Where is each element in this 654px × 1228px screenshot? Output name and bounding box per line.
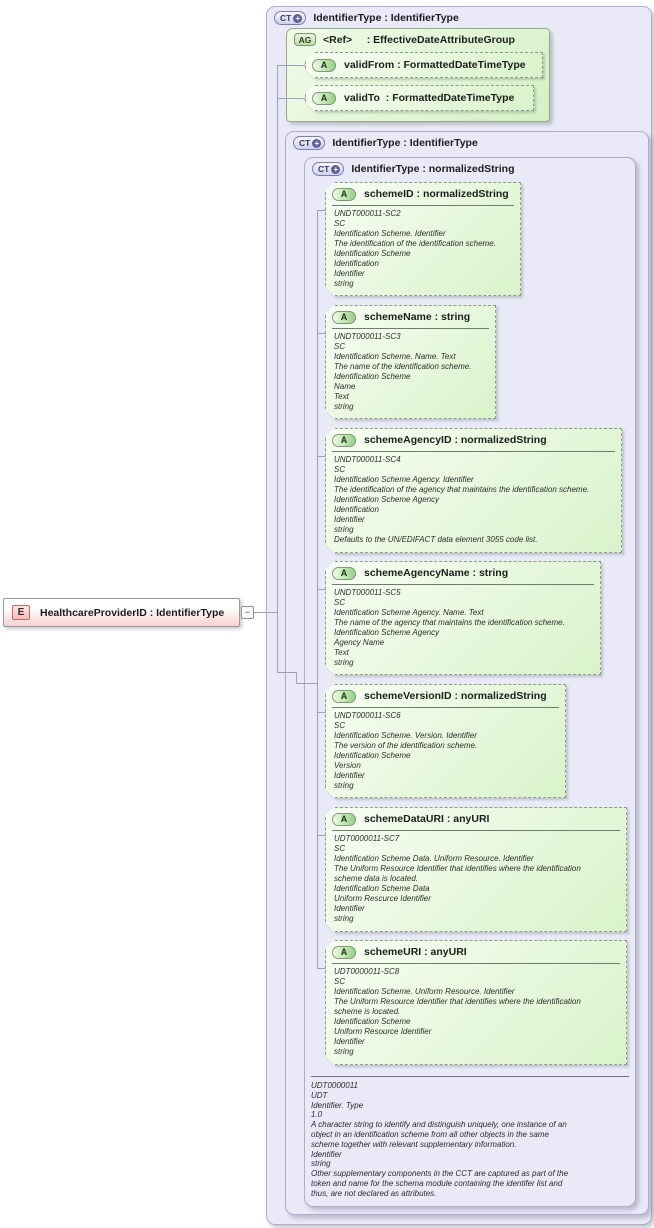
complextype-inner-header: CT+ IdentifierType : IdentifierType	[293, 136, 478, 150]
connector-stub-validto	[277, 98, 305, 99]
connector-stub-schemedatauri	[317, 835, 326, 836]
connector-elbow-h1	[277, 672, 297, 673]
complextype-icon: CT+	[312, 162, 345, 176]
attribute-label: schemeAgencyName : string	[364, 567, 509, 579]
attribute-label: schemeURI : anyURI	[364, 946, 467, 958]
attribute-box-shape: A schemeAgencyName : string UNDT000011-S…	[325, 561, 601, 675]
attribute-box-shape: A schemeVersionID : normalizedString UND…	[325, 684, 566, 798]
element-healthcareproviderid[interactable]: E HealthcareProviderID : IdentifierType	[3, 598, 240, 627]
attribute-box-shape: A schemeID : normalizedString UNDT000011…	[325, 182, 521, 296]
plus-icon: +	[312, 138, 322, 148]
attribute-annotation: UNDT000011-SC5 SC Identification Scheme …	[334, 588, 565, 667]
attribute-divider	[332, 830, 620, 831]
complextype-icon-text: CT	[318, 164, 330, 174]
attribute-divider	[332, 328, 489, 329]
attribute-icon: A	[332, 434, 356, 447]
connector-stub-schemeuri	[317, 968, 326, 969]
attribute-divider	[332, 963, 620, 964]
attribute-box-schemeuri[interactable]: A schemeURI : anyURI UDT0000011-SC8 SC I…	[325, 940, 627, 1065]
connector-stub-schemename	[317, 333, 326, 334]
attribute-annotation: UNDT000011-SC4 SC Identification Scheme …	[334, 455, 590, 544]
attribute-label: schemeAgencyID : normalizedString	[364, 434, 547, 446]
collapse-toggle[interactable]: −	[241, 606, 254, 619]
complextype-outer-label: IdentifierType : IdentifierType	[313, 12, 459, 24]
base-type-annotation: UDT0000011 UDT Identifier. Type 1.0 A ch…	[311, 1081, 569, 1198]
element-icon: E	[12, 605, 30, 620]
complextype-base-header: CT+ IdentifierType : normalizedString	[312, 162, 515, 176]
complextype-icon-text: CT	[299, 138, 311, 148]
connector-stub-schemeagencyid	[317, 456, 326, 457]
attribute-label: schemeDataURI : anyURI	[364, 813, 490, 825]
complextype-icon: CT+	[293, 136, 326, 150]
attribute-box-schemedatauri[interactable]: A schemeDataURI : anyURI UDT0000011-SC7 …	[325, 807, 627, 932]
plus-icon: +	[331, 164, 341, 174]
connector-stub-validfrom	[277, 65, 305, 66]
attribute-divider	[332, 707, 559, 708]
attribute-box-schemeagencyname[interactable]: A schemeAgencyName : string UNDT000011-S…	[325, 561, 601, 675]
attribute-box-shape: A schemeName : string UNDT000011-SC3 SC …	[325, 305, 496, 419]
connector-stub-schemeversionid	[317, 712, 326, 713]
attribute-icon: A	[332, 311, 356, 324]
attribute-group-icon: AG	[294, 33, 316, 46]
element-label: HealthcareProviderID : IdentifierType	[40, 606, 225, 619]
attribute-icon: A	[332, 690, 356, 703]
attribute-group-header: AG <Ref> : EffectiveDateAttributeGroup	[294, 33, 515, 46]
connector-stub-schemeagencyname	[317, 589, 326, 590]
complextype-outer-header: CT+ IdentifierType : IdentifierType	[274, 11, 459, 25]
complextype-icon-text: CT	[280, 13, 292, 23]
attribute-divider	[332, 451, 615, 452]
attribute-annotation: UNDT000011-SC6 SC Identification Scheme.…	[334, 711, 478, 790]
attribute-box-shape: A schemeURI : anyURI UDT0000011-SC8 SC I…	[325, 940, 627, 1065]
attribute-box-shape: A schemeDataURI : anyURI UDT0000011-SC7 …	[325, 807, 627, 932]
plus-icon: +	[293, 13, 303, 23]
attribute-icon: A	[312, 92, 336, 105]
attribute-box-shape: A validTo : FormattedDateTimeType	[305, 85, 534, 111]
attribute-box-validto[interactable]: A validTo : FormattedDateTimeType	[305, 85, 534, 111]
attribute-box-schemeversionid[interactable]: A schemeVersionID : normalizedString UND…	[325, 684, 566, 798]
attribute-annotation: UDT0000011-SC7 SC Identification Scheme …	[334, 834, 581, 923]
connector-elbow-h2	[296, 683, 318, 684]
attribute-divider	[332, 584, 594, 585]
complextype-base-label: IdentifierType : normalizedString	[351, 163, 515, 175]
attribute-icon: A	[332, 567, 356, 580]
attribute-box-validfrom[interactable]: A validFrom : FormattedDateTimeType	[305, 52, 543, 78]
attribute-group-label: <Ref> : EffectiveDateAttributeGroup	[323, 33, 515, 46]
attribute-label: schemeID : normalizedString	[364, 188, 509, 200]
attribute-box-schemeagencyid[interactable]: A schemeAgencyID : normalizedString UNDT…	[325, 428, 622, 553]
attribute-annotation: UNDT000011-SC3 SC Identification Scheme.…	[334, 332, 472, 411]
attribute-box-shape: A validFrom : FormattedDateTimeType	[305, 52, 543, 78]
complextype-icon: CT+	[274, 11, 307, 25]
attribute-box-schemename[interactable]: A schemeName : string UNDT000011-SC3 SC …	[325, 305, 496, 419]
attribute-label: schemeVersionID : normalizedString	[364, 690, 547, 702]
attribute-box-shape: A schemeAgencyID : normalizedString UNDT…	[325, 428, 622, 553]
attribute-annotation: UDT0000011-SC8 SC Identification Scheme.…	[334, 967, 581, 1056]
attribute-label: validTo : FormattedDateTimeType	[344, 92, 515, 104]
connector-stub-schemeid	[317, 210, 326, 211]
attribute-icon: A	[332, 813, 356, 826]
attribute-label: validFrom : FormattedDateTimeType	[344, 59, 526, 71]
connector-elbow-v	[296, 672, 297, 683]
attribute-annotation: UNDT000011-SC2 SC Identification Scheme.…	[334, 209, 496, 288]
connector-element-line	[254, 612, 277, 613]
attribute-box-schemeid[interactable]: A schemeID : normalizedString UNDT000011…	[325, 182, 521, 296]
attribute-divider	[332, 205, 514, 206]
connector-trunk-outer	[277, 65, 278, 672]
attribute-icon: A	[312, 59, 336, 72]
attribute-icon: A	[332, 946, 356, 959]
complextype-inner-label: IdentifierType : IdentifierType	[332, 137, 478, 149]
attribute-icon: A	[332, 188, 356, 201]
annotation-divider	[311, 1076, 629, 1077]
attribute-label: schemeName : string	[364, 311, 471, 323]
